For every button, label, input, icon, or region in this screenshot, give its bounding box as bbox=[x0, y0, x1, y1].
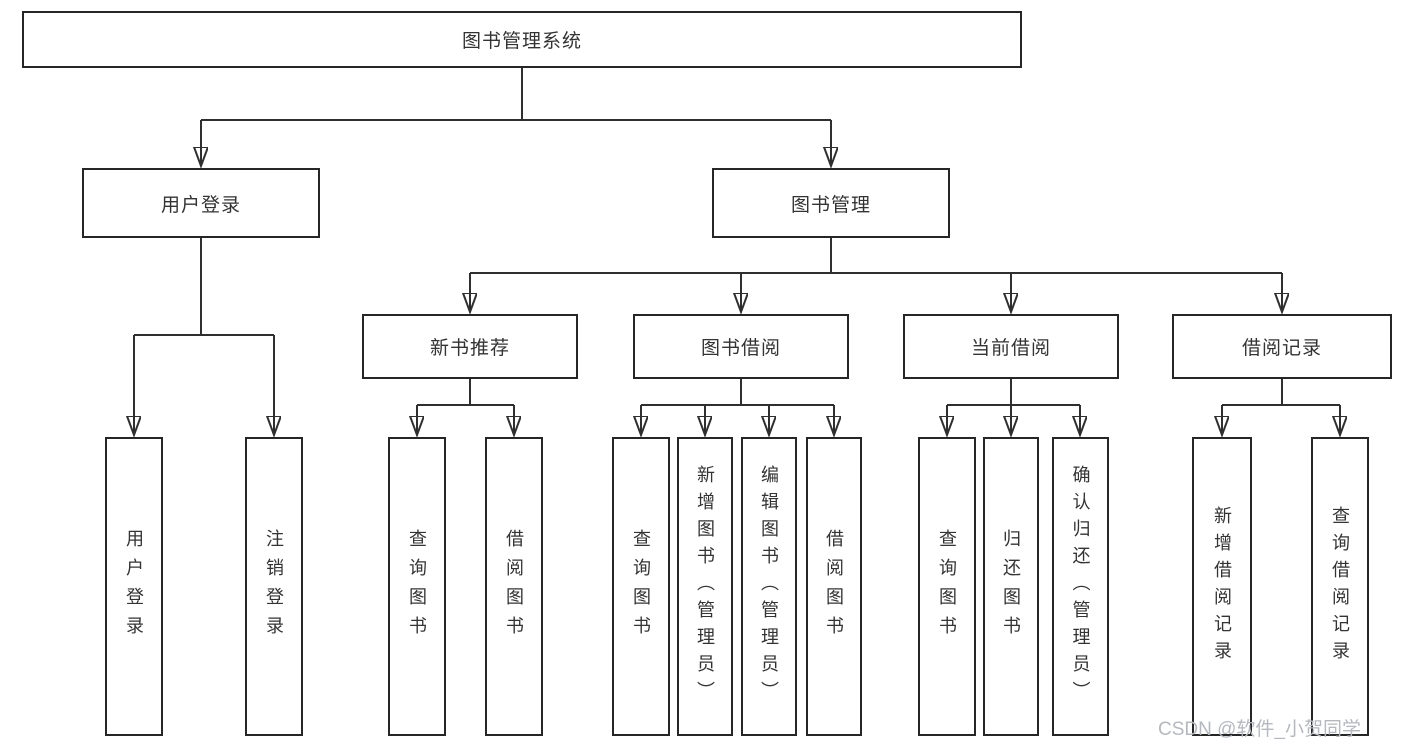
leaf-borrow-book-label: 借阅图书 bbox=[824, 528, 844, 645]
leaf-query-borrow-record-label: 查询借阅记录 bbox=[1330, 505, 1350, 668]
leaf-query-book-current: 查询图书 bbox=[918, 437, 976, 736]
leaf-borrow-book-recommend-label: 借阅图书 bbox=[504, 528, 524, 645]
node-current-borrow: 当前借阅 bbox=[903, 314, 1119, 379]
leaf-query-book-recommend-label: 查询图书 bbox=[407, 528, 427, 645]
leaf-return-book: 归还图书 bbox=[983, 437, 1039, 736]
node-book-borrow: 图书借阅 bbox=[633, 314, 849, 379]
leaf-return-book-label: 归还图书 bbox=[1001, 528, 1021, 645]
node-library-system-label: 图书管理系统 bbox=[461, 31, 582, 52]
leaf-confirm-return-admin: 确认归还（管理员） bbox=[1052, 437, 1109, 736]
leaf-edit-book-admin: 编辑图书（管理员） bbox=[741, 437, 797, 736]
node-book-borrow-label: 图书借阅 bbox=[700, 338, 781, 359]
leaf-borrow-book-recommend: 借阅图书 bbox=[485, 437, 543, 736]
leaf-borrow-book: 借阅图书 bbox=[806, 437, 862, 736]
leaf-logout-label: 注销登录 bbox=[264, 528, 284, 645]
node-user-login: 用户登录 bbox=[82, 168, 320, 238]
leaf-add-book-admin: 新增图书（管理员） bbox=[677, 437, 733, 736]
leaf-query-book-borrow: 查询图书 bbox=[612, 437, 670, 736]
node-book-management: 图书管理 bbox=[712, 168, 950, 238]
leaf-query-book-current-label: 查询图书 bbox=[937, 528, 957, 645]
node-library-system: 图书管理系统 bbox=[22, 11, 1022, 68]
node-new-book-recommend-label: 新书推荐 bbox=[429, 338, 510, 359]
leaf-query-book-recommend: 查询图书 bbox=[388, 437, 446, 736]
node-borrow-records: 借阅记录 bbox=[1172, 314, 1392, 379]
leaf-query-book-borrow-label: 查询图书 bbox=[631, 528, 651, 645]
leaf-query-borrow-record: 查询借阅记录 bbox=[1311, 437, 1369, 736]
leaf-add-borrow-record: 新增借阅记录 bbox=[1192, 437, 1252, 736]
leaf-add-borrow-record-label: 新增借阅记录 bbox=[1212, 505, 1232, 668]
node-current-borrow-label: 当前借阅 bbox=[970, 338, 1051, 359]
node-book-management-label: 图书管理 bbox=[790, 194, 871, 216]
leaf-confirm-return-admin-label: 确认归还（管理员） bbox=[1070, 465, 1091, 708]
node-borrow-records-label: 借阅记录 bbox=[1241, 338, 1322, 359]
leaf-logout: 注销登录 bbox=[245, 437, 303, 736]
csdn-watermark: CSDN @软件_小贺同学 bbox=[1158, 719, 1361, 740]
leaf-user-login: 用户登录 bbox=[105, 437, 163, 736]
node-user-login-label: 用户登录 bbox=[160, 194, 241, 216]
leaf-add-book-admin-label: 新增图书（管理员） bbox=[695, 465, 715, 708]
node-new-book-recommend: 新书推荐 bbox=[362, 314, 578, 379]
leaf-edit-book-admin-label: 编辑图书（管理员） bbox=[759, 465, 779, 708]
leaf-user-login-label: 用户登录 bbox=[124, 528, 144, 645]
